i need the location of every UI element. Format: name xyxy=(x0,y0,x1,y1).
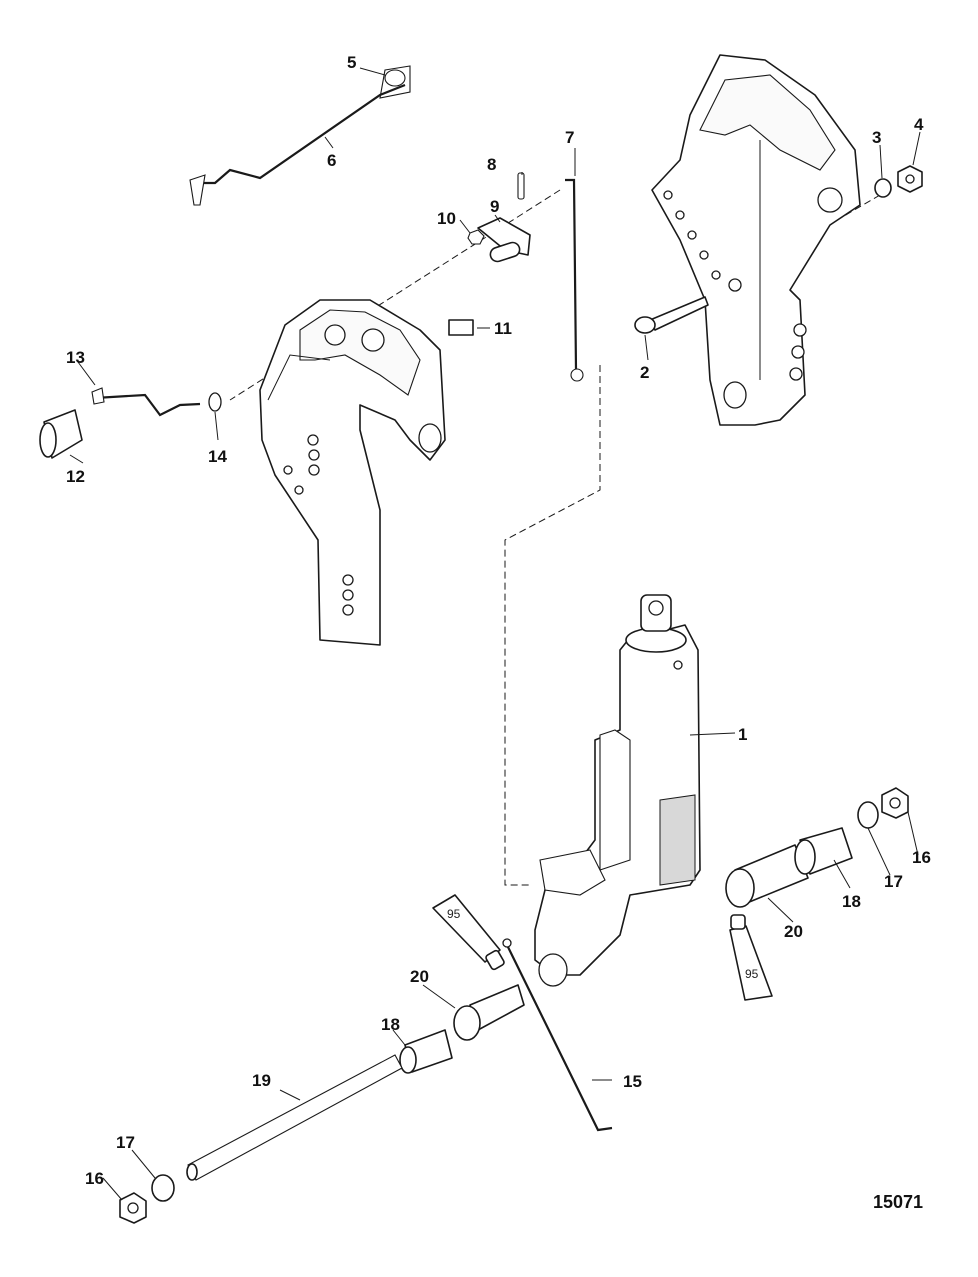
pivot-hardware-left xyxy=(119,984,525,1224)
link-rod-assembly xyxy=(189,65,411,206)
sealant-code-label: 95 xyxy=(745,967,759,981)
callout-5: 5 xyxy=(347,53,356,72)
callout-17-left: 17 xyxy=(116,1133,135,1152)
callout-15: 15 xyxy=(623,1072,642,1091)
sealant-code-label: 95 xyxy=(447,907,461,921)
callout-16-left: 16 xyxy=(85,1169,104,1188)
sealant-tube-left: 95 xyxy=(432,894,505,971)
right-bracket-part xyxy=(651,54,861,426)
callout-13: 13 xyxy=(66,348,85,367)
callout-1: 1 xyxy=(738,725,747,744)
callout-18-left: 18 xyxy=(381,1015,400,1034)
callout-16-right: 16 xyxy=(912,848,931,867)
callout-11: 11 xyxy=(494,319,512,338)
callout-4: 4 xyxy=(914,115,924,134)
callout-6: 6 xyxy=(327,151,336,170)
callout-7: 7 xyxy=(565,128,574,147)
callout-10: 10 xyxy=(437,209,456,228)
callout-labels: 1 2 3 4 5 6 7 8 9 10 11 12 13 14 15 16 1… xyxy=(66,53,931,1188)
pivot-hardware-right xyxy=(725,787,909,908)
callout-12: 12 xyxy=(66,467,85,486)
vertical-rod-part xyxy=(565,178,584,382)
block-part xyxy=(448,319,474,336)
callout-8: 8 xyxy=(487,155,496,174)
left-bracket-part xyxy=(259,299,446,646)
long-rod-part xyxy=(502,938,613,1132)
callout-9: 9 xyxy=(490,197,499,216)
callout-3: 3 xyxy=(872,128,881,147)
callout-leaders xyxy=(69,67,921,1201)
sealant-tube-right: 95 xyxy=(729,914,773,1001)
clip-and-nut-parts xyxy=(467,217,531,263)
figure-number: 15071 xyxy=(873,1192,923,1212)
callout-18-right: 18 xyxy=(842,892,861,911)
callout-2: 2 xyxy=(640,363,649,382)
bolt-part xyxy=(634,296,709,334)
callout-17-right: 17 xyxy=(884,872,903,891)
lever-knob-washer-parts xyxy=(39,387,222,459)
washer-nut-parts-upper xyxy=(874,165,923,198)
trim-cylinder-part xyxy=(534,594,701,987)
callout-14: 14 xyxy=(208,447,227,466)
callout-20-left: 20 xyxy=(410,967,429,986)
callout-20-right: 20 xyxy=(784,922,803,941)
pin-part xyxy=(517,172,525,200)
callout-19: 19 xyxy=(252,1071,271,1090)
